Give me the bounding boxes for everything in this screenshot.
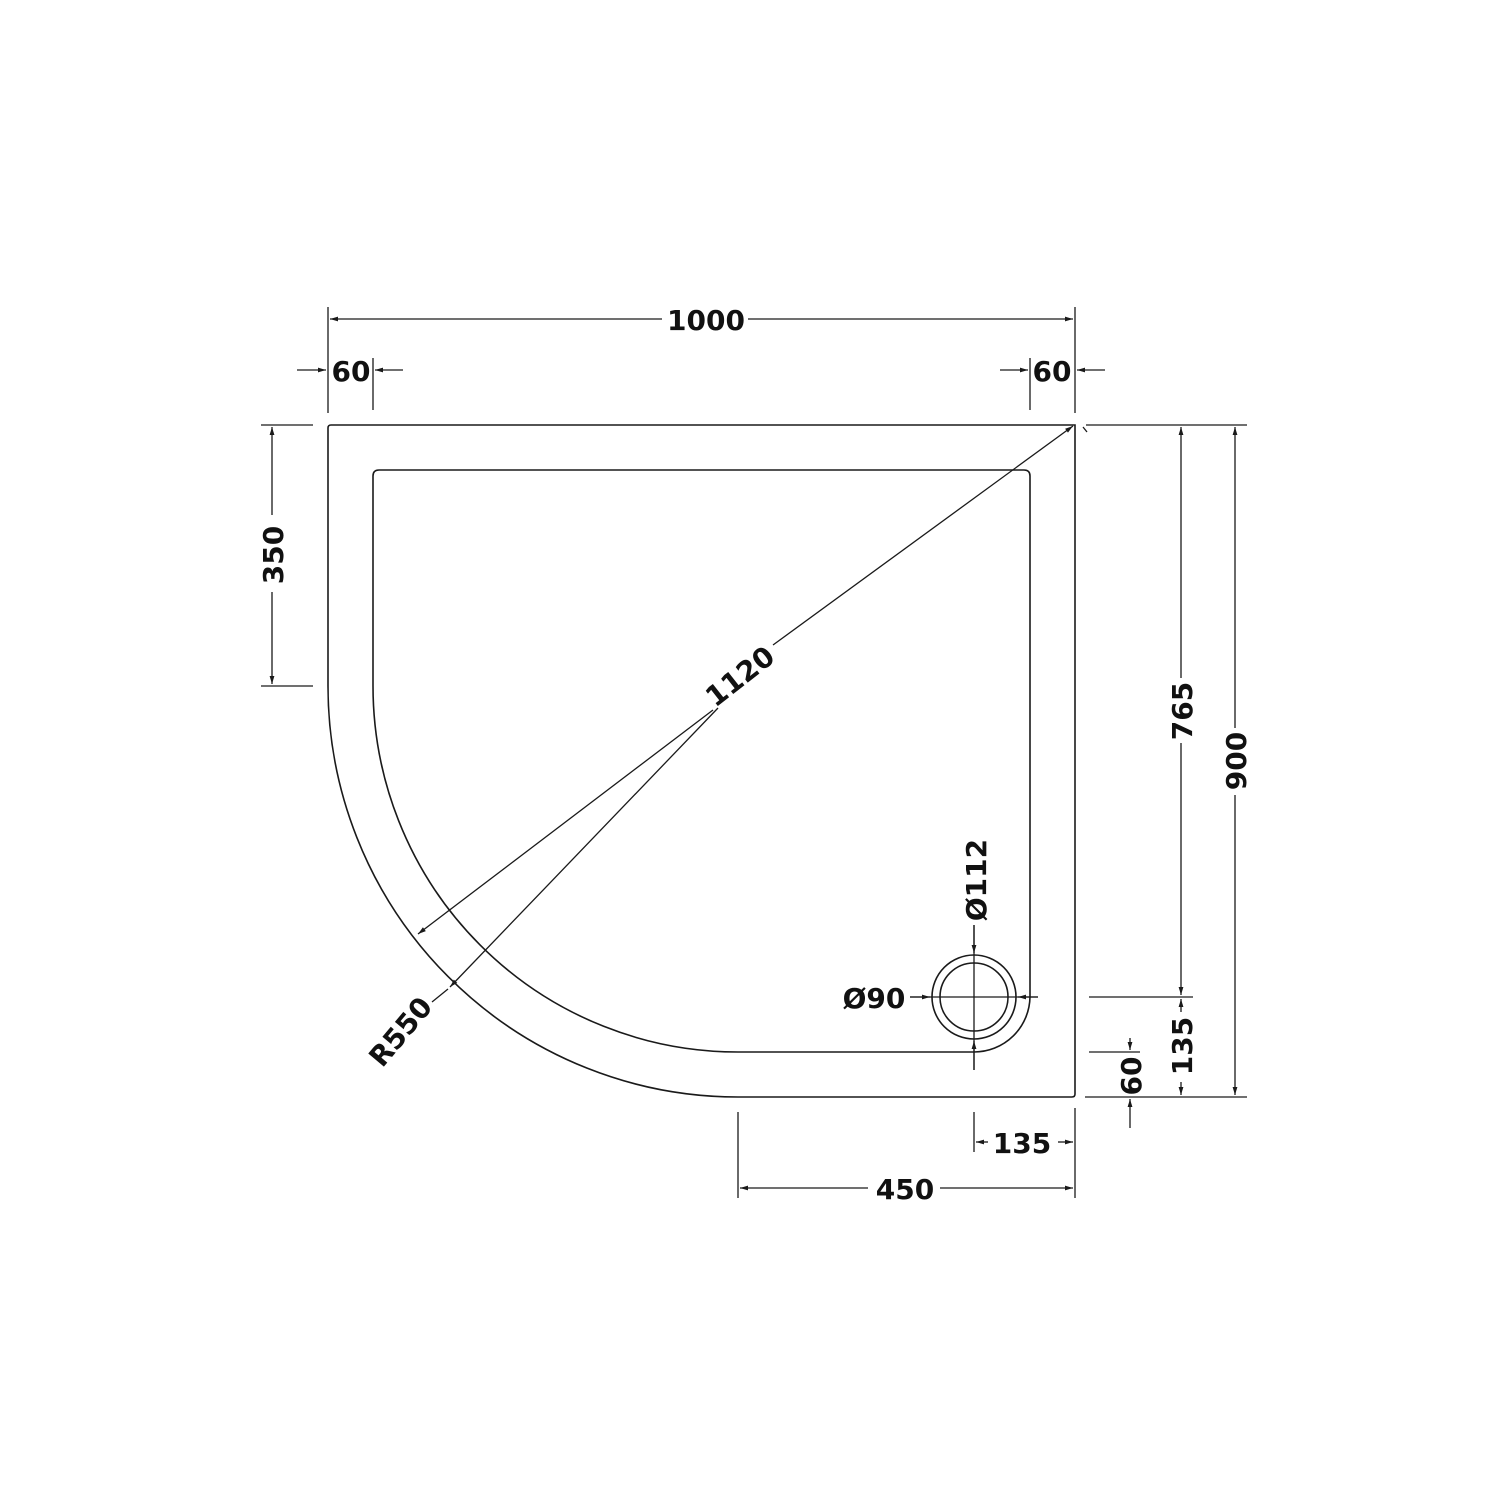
label-inner-depth: 765 — [1166, 682, 1199, 740]
dim-left-rim — [297, 358, 403, 410]
label-diagonal: 1120 — [699, 640, 781, 714]
dim-diagonal — [417, 425, 1088, 1003]
tray-outer-outline — [327, 424, 1076, 1098]
label-waste-to-front: 135 — [1166, 1017, 1199, 1075]
dim-right-rim — [1000, 358, 1105, 410]
label-right-rim: 60 — [1033, 355, 1072, 388]
label-waste-inner: Ø90 — [843, 982, 906, 1015]
dim-front-straight — [737, 1112, 1073, 1198]
dim-inner-depth — [1086, 424, 1247, 998]
dim-straight-side — [261, 424, 313, 687]
label-waste-to-side: 135 — [993, 1127, 1051, 1160]
dim-waste-inner — [910, 994, 1038, 1070]
label-overall-depth: 900 — [1220, 732, 1253, 790]
label-radius: R550 — [362, 991, 439, 1074]
dim-front-rim — [1089, 1038, 1140, 1128]
label-left-rim: 60 — [332, 355, 371, 388]
label-overall-width: 1000 — [667, 304, 745, 337]
dim-waste-to-side — [973, 1108, 1076, 1198]
label-straight-side: 350 — [257, 526, 290, 584]
label-front-straight: 450 — [876, 1173, 934, 1206]
tray-inner-outline — [372, 469, 1031, 1053]
label-front-rim: 60 — [1115, 1057, 1148, 1096]
label-waste-outer: Ø112 — [960, 839, 993, 921]
dim-overall-width — [327, 307, 1076, 413]
dim-overall-depth — [1085, 427, 1247, 1098]
